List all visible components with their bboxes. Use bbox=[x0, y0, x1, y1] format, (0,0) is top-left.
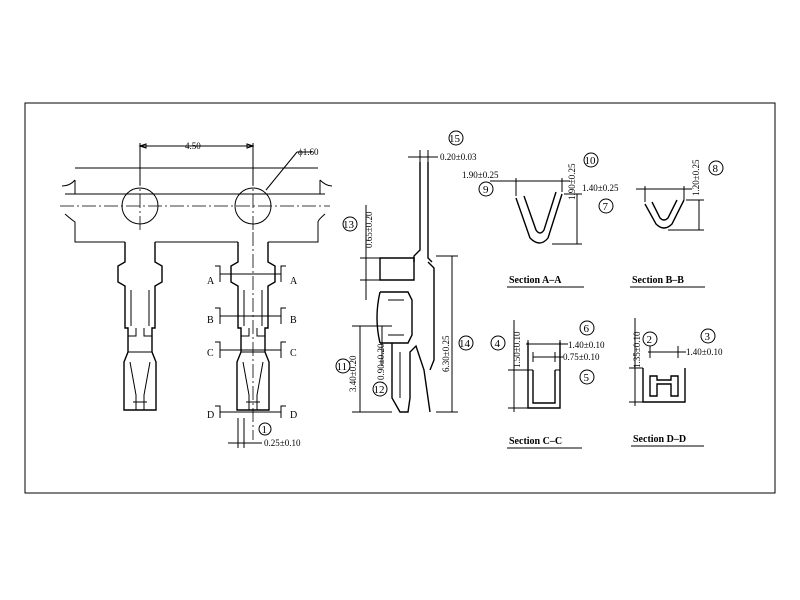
bb-width-dim: 1.40±0.25 bbox=[582, 183, 619, 193]
section-bb-title: Section B–B bbox=[632, 275, 684, 286]
aa-width-dim: 1.90±0.25 bbox=[462, 170, 499, 180]
section-letter-d-right: D bbox=[290, 410, 297, 421]
section-letter-b-left: B bbox=[207, 315, 214, 326]
section-letter-a-left: A bbox=[207, 276, 215, 287]
section-aa: 1.90±0.25 9 1.90±0.25 10 Section A–A bbox=[462, 152, 599, 288]
cc-height-dim: 1.50±0.10 bbox=[512, 331, 522, 368]
lance-dim: 0.90±0.20 bbox=[376, 343, 386, 380]
bb-height-dim: 1.20±0.25 bbox=[691, 159, 701, 196]
section-letter-c-right: C bbox=[290, 348, 297, 359]
aa-height-dim: 1.90±0.25 bbox=[567, 163, 577, 200]
front-view: 4.50 ϕ1.60 A A B bbox=[60, 141, 333, 448]
section-letter-a-right: A bbox=[290, 276, 298, 287]
section-lines: A A B B C C D D bbox=[207, 265, 298, 421]
callout-10: 10 bbox=[585, 155, 597, 167]
crimp-height-dim: 0.65±0.20 bbox=[364, 211, 374, 248]
callout-1: 1 bbox=[262, 424, 268, 436]
callout-15: 15 bbox=[449, 133, 461, 145]
callout-11: 11 bbox=[337, 361, 348, 373]
callout-6: 6 bbox=[584, 323, 590, 335]
callout-12: 12 bbox=[374, 384, 385, 396]
section-letter-d-left: D bbox=[207, 410, 214, 421]
wire-gap-dim: 0.25±0.10 bbox=[264, 438, 301, 448]
callout-9: 9 bbox=[483, 184, 489, 196]
cc-width-dim: 1.40±0.10 bbox=[568, 340, 605, 350]
section-aa-title: Section A–A bbox=[509, 275, 562, 286]
callout-2: 2 bbox=[647, 334, 653, 346]
section-letter-c-left: C bbox=[207, 348, 214, 359]
drawing-frame bbox=[24, 102, 776, 494]
callout-7: 7 bbox=[603, 201, 609, 213]
section-bb: 1.40±0.25 7 1.20±0.25 8 Section B–B bbox=[582, 159, 724, 288]
pitch-dim: 4.50 bbox=[185, 141, 201, 151]
total-length-dim: 6.30±0.25 bbox=[441, 335, 451, 372]
body-length-dim: 3.40±0.20 bbox=[348, 355, 358, 392]
callout-13: 13 bbox=[343, 219, 355, 231]
section-cc: 1.50±0.10 4 1.40±0.10 6 0.75±0.10 5 Sect… bbox=[490, 320, 605, 449]
section-dd: 1.35±0.10 2 1.40±0.10 3 Section D–D bbox=[629, 318, 723, 447]
section-cc-title: Section C–C bbox=[509, 436, 562, 447]
hole-dim: ϕ1.60 bbox=[298, 147, 319, 157]
callout-5: 5 bbox=[584, 372, 590, 384]
callout-4: 4 bbox=[495, 338, 501, 350]
callout-14: 14 bbox=[459, 338, 471, 350]
callout-3: 3 bbox=[705, 331, 711, 343]
section-letter-b-right: B bbox=[290, 315, 297, 326]
callout-8: 8 bbox=[713, 163, 719, 175]
dd-width-dim: 1.40±0.10 bbox=[686, 347, 723, 357]
dd-height-dim: 1.35±0.10 bbox=[632, 331, 642, 368]
thickness-dim: 0.20±0.03 bbox=[440, 152, 477, 162]
cc-width2-dim: 0.75±0.10 bbox=[563, 352, 600, 362]
side-view: 0.20±0.03 15 0.65±0.20 13 6.30±0.25 14 3… bbox=[335, 130, 477, 413]
section-dd-title: Section D–D bbox=[633, 434, 686, 445]
